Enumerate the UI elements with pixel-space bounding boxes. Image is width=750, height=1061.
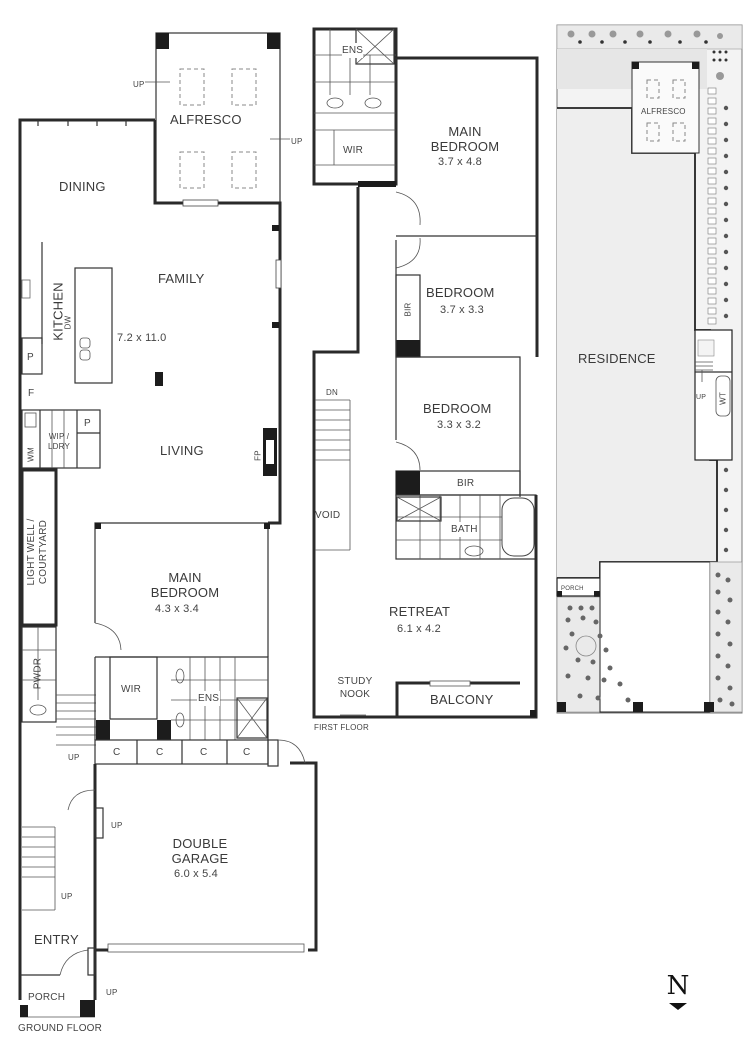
room-label-family: FAMILY xyxy=(158,271,205,286)
cupboard-label: C xyxy=(200,747,208,758)
room-dimension-family: 7.2 x 11.0 xyxy=(117,332,167,344)
floor-title-ground: GROUND FLOOR xyxy=(18,1023,103,1034)
room-label-powder: PWDR xyxy=(32,657,44,690)
north-arrow-icon xyxy=(669,1003,687,1010)
room-dimension-retreat: 6.1 x 4.2 xyxy=(397,623,441,635)
built-in-robe-label: BIR xyxy=(403,302,413,317)
room-label-porch: PORCH xyxy=(28,992,66,1003)
site-plan xyxy=(556,24,743,714)
room-label-kitchen: KITCHEN xyxy=(50,282,66,341)
site-label-alfresco: ALFRESCO xyxy=(641,107,686,116)
pantry-label-2: P xyxy=(84,418,91,429)
room-label-dining: DINING xyxy=(59,179,106,194)
room-label-alfresco: ALFRESCO xyxy=(170,112,242,127)
room-dimension-bedroom-2: 3.7 x 3.3 xyxy=(440,304,484,316)
site-label-porch: PORCH xyxy=(561,586,584,592)
room-label-living: LIVING xyxy=(160,443,204,458)
north-compass: N xyxy=(663,972,693,1010)
stair-up-label: UP xyxy=(68,753,80,762)
room-dimension-double-garage: 6.0 x 5.4 xyxy=(174,868,218,880)
stair-down-label: DN xyxy=(326,388,338,397)
room-label-wip-laundry: WIP / LDRY xyxy=(48,432,70,451)
water-tank-label: WT xyxy=(718,392,728,405)
stair-up-label: UP xyxy=(291,137,303,146)
site-stair-up-label: UP xyxy=(696,394,707,401)
fireplace-label: FP xyxy=(253,450,263,461)
room-label-wir-ground: WIR xyxy=(121,684,142,695)
room-dimension-main-bedroom-ground: 4.3 x 3.4 xyxy=(155,603,199,615)
ground-floor-plan xyxy=(18,32,318,1018)
cupboard-label: C xyxy=(113,747,121,758)
stair-up-label: UP xyxy=(133,80,145,89)
room-label-double-garage: DOUBLE GARAGE xyxy=(171,836,229,866)
room-dimension-main-bedroom-first: 3.7 x 4.8 xyxy=(438,156,482,168)
void-label: VOID xyxy=(315,510,341,521)
room-dimension-bedroom-3: 3.3 x 3.2 xyxy=(437,419,481,431)
room-label-wir-first: WIR xyxy=(343,145,364,156)
site-label-residence: RESIDENCE xyxy=(578,351,656,366)
room-label-study-nook: STUDY NOOK xyxy=(337,676,373,700)
room-label-ens-ground: ENS xyxy=(197,691,221,706)
washing-machine-label: WM xyxy=(26,447,36,462)
stair-up-label: UP xyxy=(106,988,118,997)
floor-title-first: FIRST FLOOR xyxy=(314,723,369,732)
stair-up-label: UP xyxy=(111,821,123,830)
cupboard-label: C xyxy=(156,747,164,758)
room-label-bedroom-3: BEDROOM xyxy=(423,401,492,416)
room-label-bedroom-2: BEDROOM xyxy=(426,285,495,300)
pantry-label: P xyxy=(27,352,34,363)
room-label-entry: ENTRY xyxy=(34,932,79,947)
fridge-label: F xyxy=(28,388,35,399)
first-floor-plan xyxy=(312,27,539,719)
kitchen-island xyxy=(74,267,113,384)
room-label-balcony: BALCONY xyxy=(430,692,494,707)
room-label-main-bedroom-ground: MAIN BEDROOM xyxy=(150,570,220,600)
room-label-main-bedroom-first: MAIN BEDROOM xyxy=(430,124,500,154)
dishwasher-label: DW xyxy=(63,315,73,330)
north-label: N xyxy=(666,971,690,1001)
tree-icon xyxy=(575,635,597,657)
stair-up-label: UP xyxy=(61,892,73,901)
room-label-retreat: RETREAT xyxy=(389,604,451,619)
room-label-light-well: LIGHT WELL / COURTYARD xyxy=(26,518,49,586)
built-in-robe-label-2: BIR xyxy=(457,478,475,489)
room-label-ens-first: ENS xyxy=(342,43,364,58)
room-label-bath: BATH xyxy=(451,522,478,537)
cupboard-label: C xyxy=(243,747,251,758)
garage-door xyxy=(107,943,305,953)
